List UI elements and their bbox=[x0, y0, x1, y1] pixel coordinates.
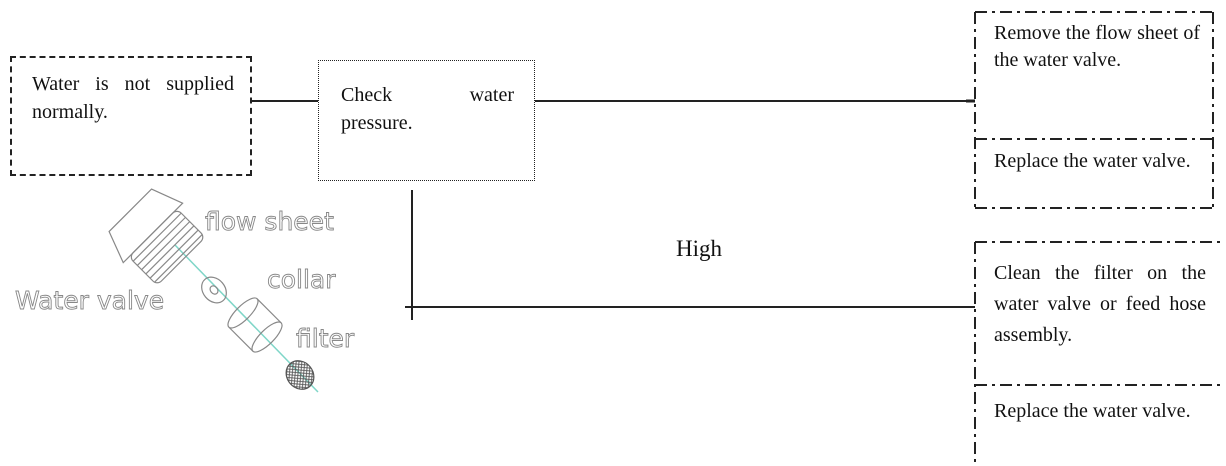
top-action-group-frame bbox=[974, 11, 1214, 209]
label-flow-sheet: flow sheet bbox=[205, 207, 334, 236]
action-text: Clean the filter on the water valve or f… bbox=[994, 262, 1206, 346]
action-text: Remove the flow sheet of the water valve… bbox=[994, 22, 1200, 71]
action-remove-flow-sheet: Remove the flow sheet of the water valve… bbox=[994, 20, 1200, 74]
start-node-text: Water is not supplied normally. bbox=[32, 73, 234, 123]
check-node: Check water pressure. bbox=[318, 60, 535, 181]
water-valve-illustration bbox=[108, 188, 319, 393]
check-node-text: Check water pressure. bbox=[341, 84, 514, 134]
collar-icon bbox=[227, 297, 283, 353]
flow-sheet-icon bbox=[201, 276, 227, 304]
start-node: Water is not supplied normally. bbox=[10, 56, 252, 176]
action-text: Replace the water valve. bbox=[994, 400, 1191, 422]
branch-label-high: High bbox=[676, 236, 722, 261]
label-collar: collar bbox=[267, 265, 336, 294]
action-text: Replace the water valve. bbox=[994, 150, 1191, 172]
bottom-action-group-frame bbox=[974, 241, 1224, 466]
label-water-valve: Water valve bbox=[15, 286, 164, 315]
action-replace-valve-top: Replace the water valve. bbox=[994, 148, 1200, 175]
water-valve-icon bbox=[108, 188, 204, 284]
label-filter: filter bbox=[296, 324, 355, 353]
action-replace-valve-bottom: Replace the water valve. bbox=[994, 396, 1208, 426]
filter-icon bbox=[285, 360, 315, 390]
action-clean-filter: Clean the filter on the water valve or f… bbox=[994, 258, 1206, 351]
